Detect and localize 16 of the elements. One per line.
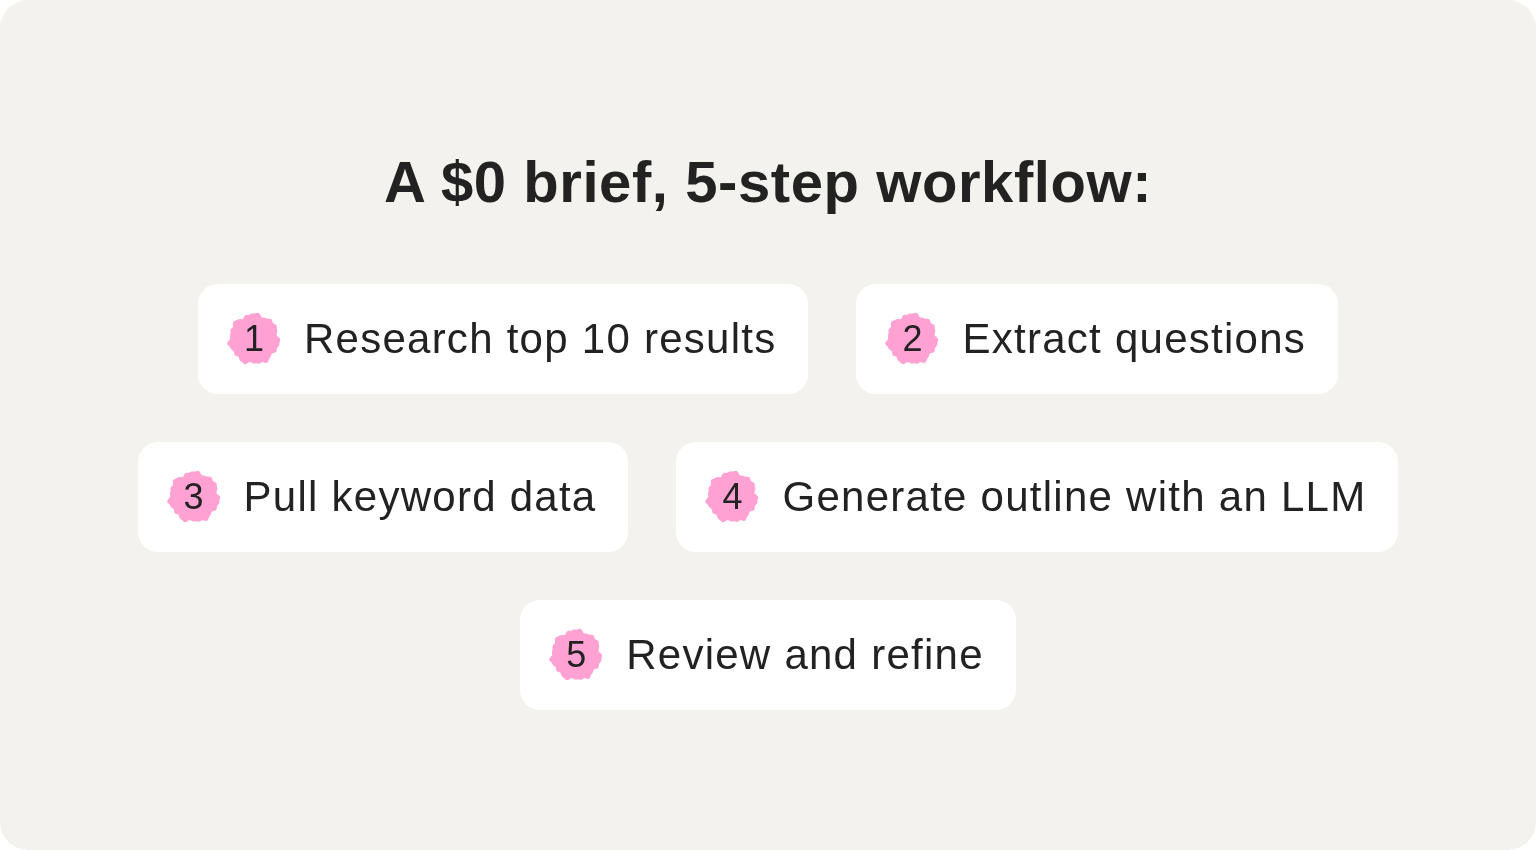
step-label: Extract questions [962, 314, 1307, 364]
step-card [520, 600, 1016, 710]
step-number: 3 [183, 479, 204, 515]
step-number: 2 [902, 321, 923, 357]
step-card [137, 442, 629, 552]
step-card [676, 442, 1399, 552]
step-number: 1 [243, 321, 264, 357]
step-label: Pull keyword data [243, 472, 597, 522]
title: A $0 brief, 5-step workflow: [383, 148, 1153, 216]
step-label: Generate outline with an LLM [782, 472, 1367, 522]
step-label: Review and refine [626, 630, 984, 680]
step-card [856, 284, 1339, 394]
step-number: 4 [722, 479, 743, 515]
step-card [197, 284, 809, 394]
step-number: 5 [566, 637, 587, 673]
step-label: Research top 10 results [303, 314, 777, 364]
